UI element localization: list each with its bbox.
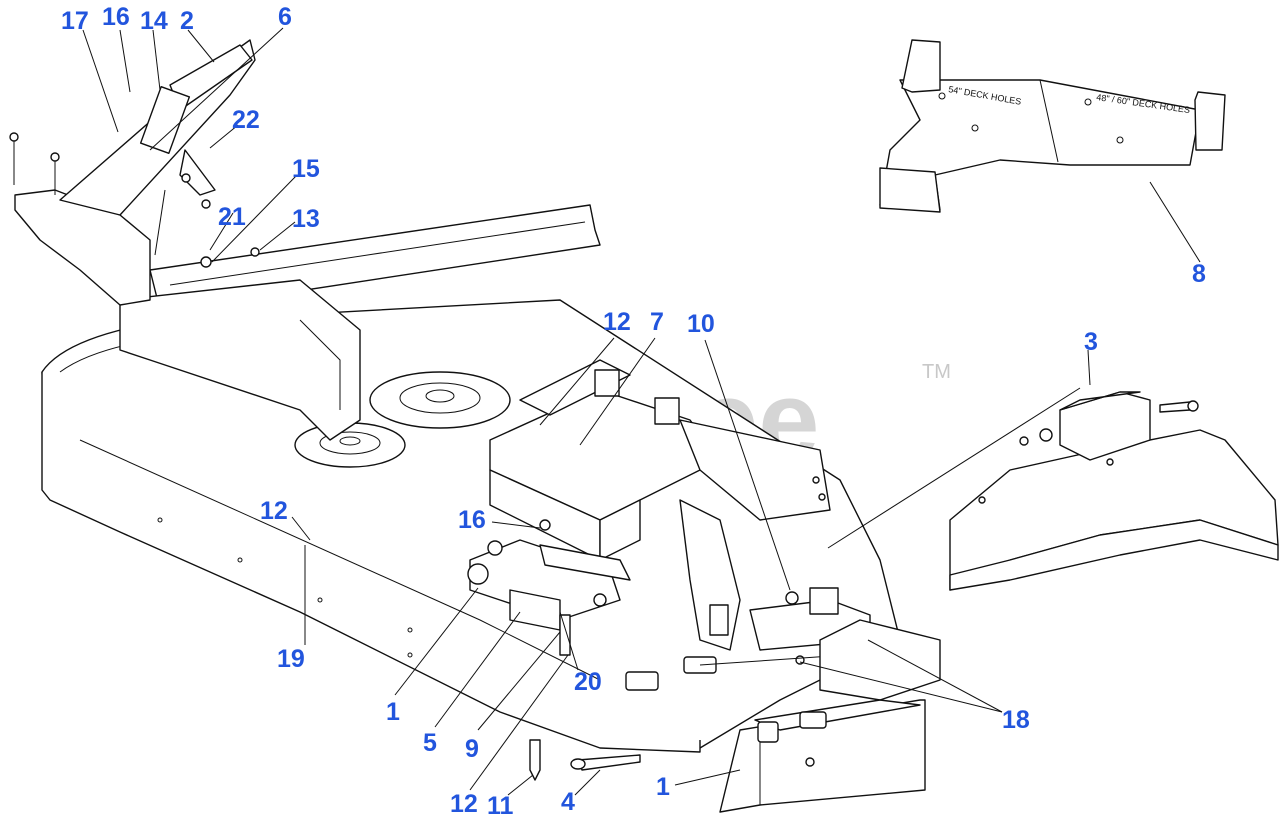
callout-10[interactable]: 10 (687, 310, 715, 338)
callout-22[interactable]: 22 (232, 106, 260, 134)
callout-7[interactable]: 7 (650, 308, 664, 336)
callout-4[interactable]: 4 (561, 788, 575, 816)
lift-bracket-assembly (489, 359, 831, 561)
callout-6[interactable]: 6 (278, 3, 292, 31)
callout-11[interactable]: 11 (487, 792, 514, 820)
callout-17[interactable]: 17 (61, 7, 89, 35)
callout-12[interactable]: 12 (260, 497, 288, 525)
callout-20[interactable]: 20 (574, 668, 602, 696)
callout-2[interactable]: 2 (180, 7, 194, 35)
callout-15[interactable]: 15 (292, 155, 320, 183)
deck-skid-plate (719, 699, 926, 813)
adjustment-rod (570, 754, 641, 771)
callout-3[interactable]: 3 (1084, 328, 1098, 356)
pulleys (294, 371, 511, 468)
callout-12[interactable]: 12 (450, 790, 478, 818)
lift-shaft-assembly (9, 39, 260, 306)
callout-13[interactable]: 13 (292, 205, 320, 233)
callout-1[interactable]: 1 (656, 773, 670, 801)
callout-16[interactable]: 16 (102, 3, 130, 31)
callout-8[interactable]: 8 (1192, 260, 1206, 288)
frame-rail (119, 204, 601, 441)
callout-5[interactable]: 5 (423, 729, 437, 757)
callout-14[interactable]: 14 (140, 7, 168, 35)
callout-21[interactable]: 21 (218, 203, 246, 231)
callout-1[interactable]: 1 (386, 698, 400, 726)
leader-lines (82, 27, 1201, 796)
callouts: 17 16 14 2 6 22 15 21 13 8 12 7 10 3 16 … (61, 3, 1206, 820)
callout-16[interactable]: 16 (458, 506, 486, 534)
mower-deck (41, 299, 901, 753)
cotter-pin (529, 739, 541, 781)
callout-19[interactable]: 19 (277, 645, 305, 673)
front-deck-hanger (949, 391, 1279, 591)
callout-12[interactable]: 12 (603, 308, 631, 336)
lift-linkage (467, 499, 941, 701)
callout-18[interactable]: 18 (1002, 706, 1030, 734)
deck-leveling-gauge: 54" DECK HOLES 48" / 60" DECK HOLES (879, 39, 1226, 213)
callout-9[interactable]: 9 (465, 735, 479, 763)
watermark-trademark: TM (922, 361, 951, 383)
